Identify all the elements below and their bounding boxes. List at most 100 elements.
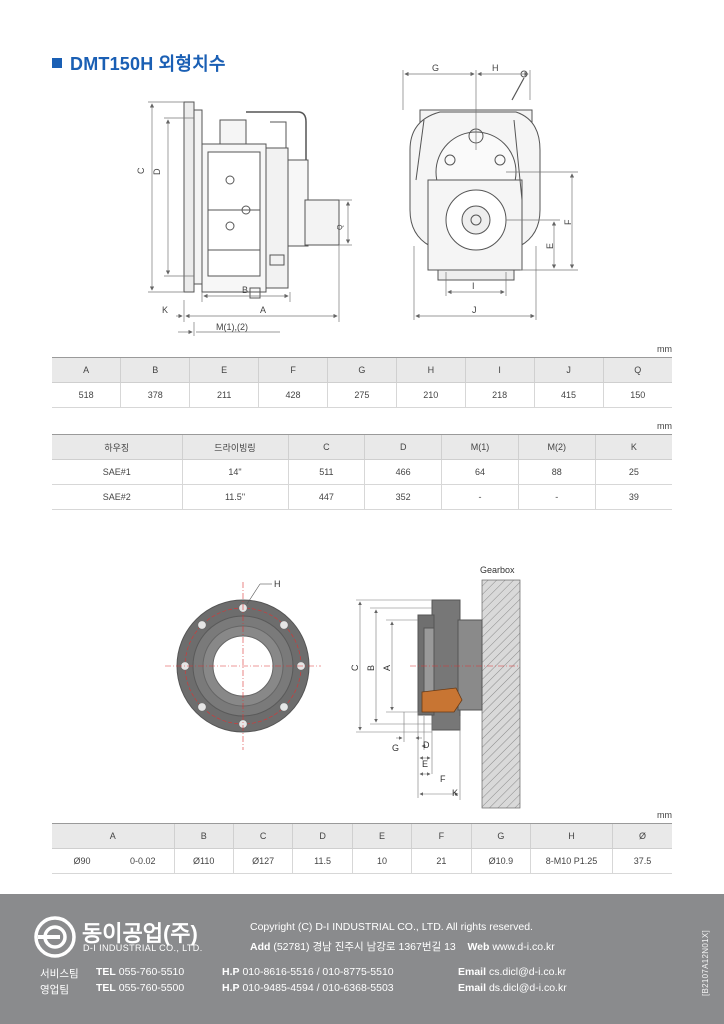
unit-label-1: mm [657,344,672,354]
coupling-c-label: C [350,664,360,671]
table3-header: G [470,823,531,849]
dimension-table-1: A B E F G H I J Q 518 378 211 428 275 21… [52,357,672,408]
gearbox-label: Gearbox [480,565,515,575]
sales-team-label: 영업팀 [40,984,69,996]
coupling-dimension-drawing: H Gearbox C B A G D E F K [165,565,521,809]
coupling-h-label: H [274,579,281,589]
table2-header: M(2) [517,434,596,460]
side-view-dimensions [148,101,352,336]
table2-header: K [594,434,672,460]
table1-header: I [464,357,535,383]
table1-header: J [533,357,603,383]
web-label: Web [467,941,490,953]
table1-cell: 150 [602,382,672,408]
table3-cell: Ø10.9 [470,848,531,874]
table3-header: C [232,823,293,849]
coupling-e-label: E [422,759,428,769]
coupling-a-label: A [382,665,392,671]
table-row: SAE#2 11.5" 447 352 - - 39 [52,484,672,510]
unit-label-3: mm [657,810,672,820]
table3-cell: 11.5 [292,848,353,874]
table2-header: D [364,434,442,460]
table1-header: E [189,357,259,383]
table2-header: C [287,434,365,460]
gearbox-dimension-drawing: C D K B A M(1),(2) Q G H E [136,63,578,336]
table3-header: H [530,823,613,849]
coupling-b-label: B [366,665,376,671]
service-tel-label: TEL [96,966,116,978]
table3-cell: Ø127 [232,848,293,874]
company-logo-icon [34,916,76,958]
company-name-en: D-I INDUSTRIAL CO., LTD. [83,943,203,953]
web-link[interactable]: www.d-i.co.kr [492,941,555,953]
coupling-side-dimensions [356,599,461,800]
document-code: [B2107A12N01X] [701,930,710,997]
table1-header: B [120,357,190,383]
table3-header: B [173,823,234,849]
table2-cell: 466 [364,459,442,485]
service-email-label: Email [458,966,487,978]
dim-label-f: F [563,219,573,225]
table3-cell: 37.5 [612,848,672,874]
table-row: SAE#1 14" 511 466 64 88 25 [52,459,672,485]
sales-tel: 055-760-5500 [118,982,185,994]
table3-header: A [52,823,175,849]
company-name-kr: 동이공업(주) [82,921,198,946]
service-team-label: 서비스팀 [40,968,79,980]
table2-cell: 14" [181,459,288,485]
dim-label-h: H [492,63,499,73]
side-view [183,101,340,299]
table2-cell: - [517,484,596,510]
table1-header: A [52,357,121,383]
table1-header: F [258,357,328,383]
sales-tel-label: TEL [96,982,116,994]
dim-label-c: C [136,167,146,174]
sales-hp-label: H.P [222,982,240,994]
table-row: Ø90 0-0.02 Ø110 Ø127 11.5 10 21 Ø10.9 8-… [52,848,672,874]
table3-header: E [351,823,412,849]
dim-label-e: E [545,243,555,249]
table2-cell: 352 [364,484,442,510]
table3-cell: 0-0.02 [112,848,175,874]
table2-cell: SAE#1 [52,459,182,485]
dim-label-d: D [152,168,162,175]
service-email[interactable]: cs.dicl@d-i.co.kr [488,966,567,978]
footer: 동이공업(주) D-I INDUSTRIAL CO., LTD. Copyrig… [0,894,724,1024]
table1-header: Q [602,357,672,383]
table1-cell: 211 [189,382,259,408]
front-view-dimensions [402,70,578,320]
copyright: Copyright (C) D-I INDUSTRIAL CO., LTD. A… [250,921,533,933]
table2-header: 하우징 [52,434,182,460]
table2-cell: 88 [517,459,596,485]
coupling-g-label: G [392,743,399,753]
page-title-text: DMT150H 외형치수 [70,54,226,74]
table1-cell: 428 [258,382,328,408]
table2-cell: 11.5" [181,484,288,510]
dim-label-m: M(1),(2) [216,322,248,332]
table2-cell: 447 [287,484,365,510]
coupling-f-label: F [440,774,446,784]
service-hp: 010-8616-5516 / 010-8775-5510 [242,966,394,978]
table3-header: F [411,823,472,849]
table3-cell: Ø90 [52,848,112,874]
dim-label-i: I [472,281,475,291]
coupling-k-label: K [452,788,458,798]
table1-cell: 218 [464,382,535,408]
service-tel: 055-760-5510 [118,966,185,978]
dim-label-b: B [242,285,248,295]
service-hp-label: H.P [222,966,240,978]
dim-label-j: J [472,305,477,315]
table2-cell: - [441,484,519,510]
dimension-table-2: 하우징 드라이빙링 C D M(1) M(2) K SAE#1 14" 511 … [52,434,672,510]
table3-cell: Ø110 [173,848,234,874]
sales-email[interactable]: ds.dicl@d-i.co.kr [488,982,567,994]
table1-cell: 378 [120,382,190,408]
sales-email-label: Email [458,982,487,994]
dim-label-k: K [162,305,168,315]
table1-cell: 415 [533,382,603,408]
table1-header: H [395,357,466,383]
table2-cell: SAE#2 [52,484,182,510]
coupling-front-view: H [165,579,321,750]
table3-header: D [292,823,353,849]
table1-cell: 210 [395,382,466,408]
